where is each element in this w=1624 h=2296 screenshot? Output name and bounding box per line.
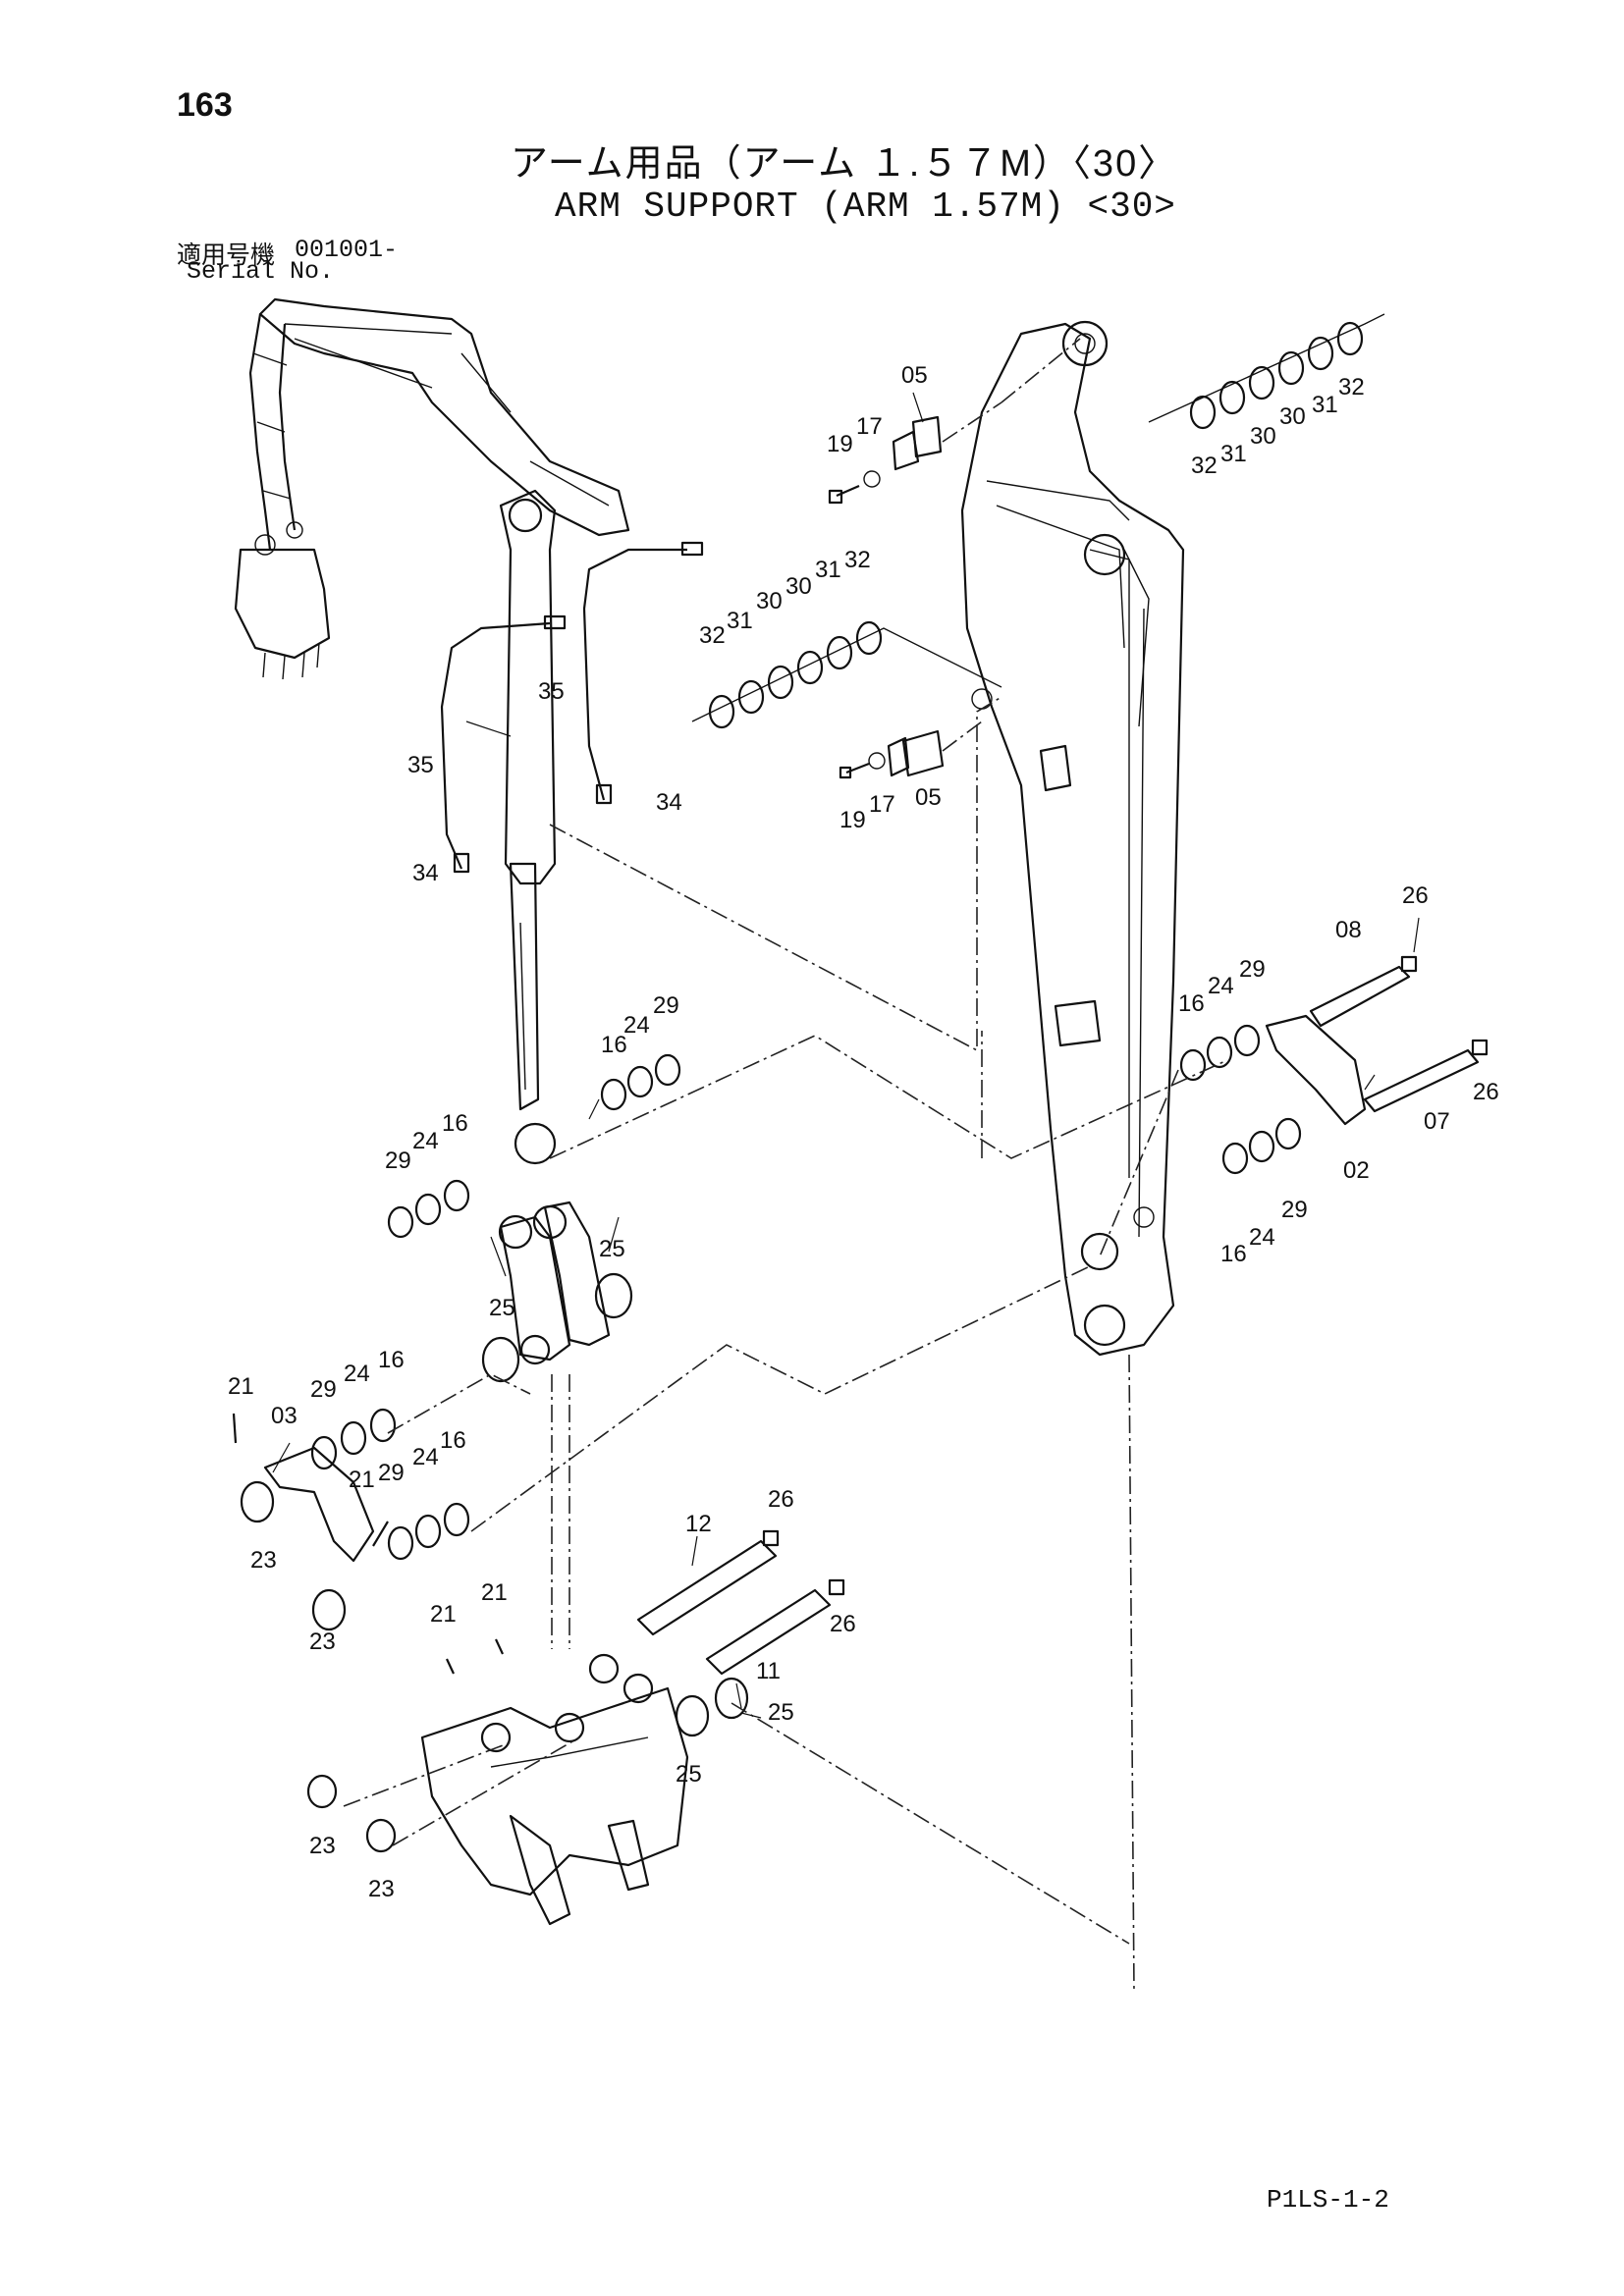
callout-label: 21 xyxy=(481,1579,508,1606)
callout-label: 12 xyxy=(685,1511,712,1537)
callout-label: 17 xyxy=(856,413,883,440)
callout-label: 25 xyxy=(599,1236,625,1262)
callout-label: 30 xyxy=(1279,403,1306,430)
callout-label: 34 xyxy=(412,860,439,886)
bucket-pins xyxy=(636,1529,845,1676)
callout-label: 32 xyxy=(1191,453,1218,479)
callout-label: 11 xyxy=(756,1658,781,1684)
callout-label: 26 xyxy=(1473,1079,1499,1105)
callout-label: 24 xyxy=(344,1361,370,1387)
hydraulic-hoses xyxy=(440,541,704,874)
callout-label: 24 xyxy=(623,1012,650,1039)
arm-link-and-pins xyxy=(1179,955,1489,1175)
callout-label: 24 xyxy=(1249,1224,1275,1251)
callout-label: 29 xyxy=(378,1460,405,1486)
serial-label-english: Serial No. xyxy=(187,257,335,286)
callout-label: 19 xyxy=(827,431,853,457)
callout-label: 21 xyxy=(349,1467,375,1493)
callout-label: 21 xyxy=(430,1601,457,1628)
page-title-japanese: アーム用品（アーム １.５７M）〈30〉 xyxy=(511,143,1178,185)
serial-label-japanese: 適用号機 xyxy=(177,241,276,269)
callout-label: 31 xyxy=(1220,441,1247,467)
callout-label: 30 xyxy=(1250,423,1276,450)
callout-label: 32 xyxy=(699,622,726,649)
bucket-link xyxy=(481,1201,633,1383)
callout-label: 29 xyxy=(1239,956,1266,983)
callout-label: 03 xyxy=(271,1403,298,1429)
callout-label: 05 xyxy=(915,784,942,811)
callout-label: 29 xyxy=(1281,1197,1308,1223)
callout-label: 24 xyxy=(412,1128,439,1154)
callout-label: 16 xyxy=(378,1347,405,1373)
link-plate-left xyxy=(232,1408,470,1631)
excavator-overview-illustration xyxy=(234,297,630,680)
callout-label: 34 xyxy=(656,789,682,816)
callout-label: 25 xyxy=(768,1699,794,1726)
callout-label: 07 xyxy=(1424,1108,1450,1135)
callout-label: 17 xyxy=(869,791,895,818)
callout-label: 23 xyxy=(309,1629,336,1655)
serial-number-value: 001001- xyxy=(295,236,399,264)
bucket xyxy=(306,1638,749,1926)
callout-label: 30 xyxy=(785,573,812,600)
callout-label: 32 xyxy=(844,547,871,573)
callout-label: 31 xyxy=(815,557,841,583)
callout-label: 24 xyxy=(1208,973,1234,999)
callout-label: 16 xyxy=(442,1110,468,1137)
callout-label: 32 xyxy=(1338,374,1365,400)
cylinder-washers xyxy=(387,1053,681,1239)
callout-label: 23 xyxy=(368,1876,395,1902)
callout-label: 26 xyxy=(830,1611,856,1637)
callout-label: 31 xyxy=(727,608,753,634)
callout-label: 31 xyxy=(1312,392,1338,418)
arm-body xyxy=(960,320,1185,1357)
callout-label: 23 xyxy=(309,1833,336,1859)
page-title-english: ARM SUPPORT (ARM 1.57M) <30> xyxy=(555,187,1176,227)
callout-label: 29 xyxy=(310,1376,337,1403)
callout-label: 02 xyxy=(1343,1157,1370,1184)
middle-shim-stack xyxy=(691,620,1002,729)
callout-label: 25 xyxy=(489,1295,515,1321)
callout-label: 08 xyxy=(1335,917,1362,943)
middle-pin-assembly xyxy=(839,729,945,779)
bucket-cylinder xyxy=(499,489,557,1165)
upper-pin-assembly xyxy=(828,415,943,505)
callout-label: 29 xyxy=(385,1148,411,1174)
callout-label: 26 xyxy=(1402,882,1429,909)
callout-label: 23 xyxy=(250,1547,277,1574)
assembly-center-lines xyxy=(343,338,1228,1994)
callout-label: 30 xyxy=(756,588,783,614)
part-callouts: 05 19 17 32 31 30 30 31 32 32 31 30 30 3… xyxy=(228,362,1499,1902)
callout-label: 05 xyxy=(901,362,928,389)
callout-label: 16 xyxy=(601,1032,627,1058)
callout-label: 16 xyxy=(1220,1241,1247,1267)
callout-label: 19 xyxy=(839,807,866,833)
callout-label: 26 xyxy=(768,1486,794,1513)
callout-label: 24 xyxy=(412,1444,439,1470)
callout-label: 25 xyxy=(676,1761,702,1788)
callout-label: 35 xyxy=(538,678,565,705)
callout-label: 16 xyxy=(1178,990,1205,1017)
document-code: P1LS-1-2 xyxy=(1267,2185,1389,2215)
upper-shim-stack xyxy=(1148,313,1385,430)
callout-label: 21 xyxy=(228,1373,254,1400)
page-number: 163 xyxy=(177,86,233,124)
callout-label: 35 xyxy=(407,752,434,778)
callout-label: 29 xyxy=(653,992,679,1019)
leader-lines xyxy=(272,392,1420,1719)
callout-label: 16 xyxy=(440,1427,466,1454)
